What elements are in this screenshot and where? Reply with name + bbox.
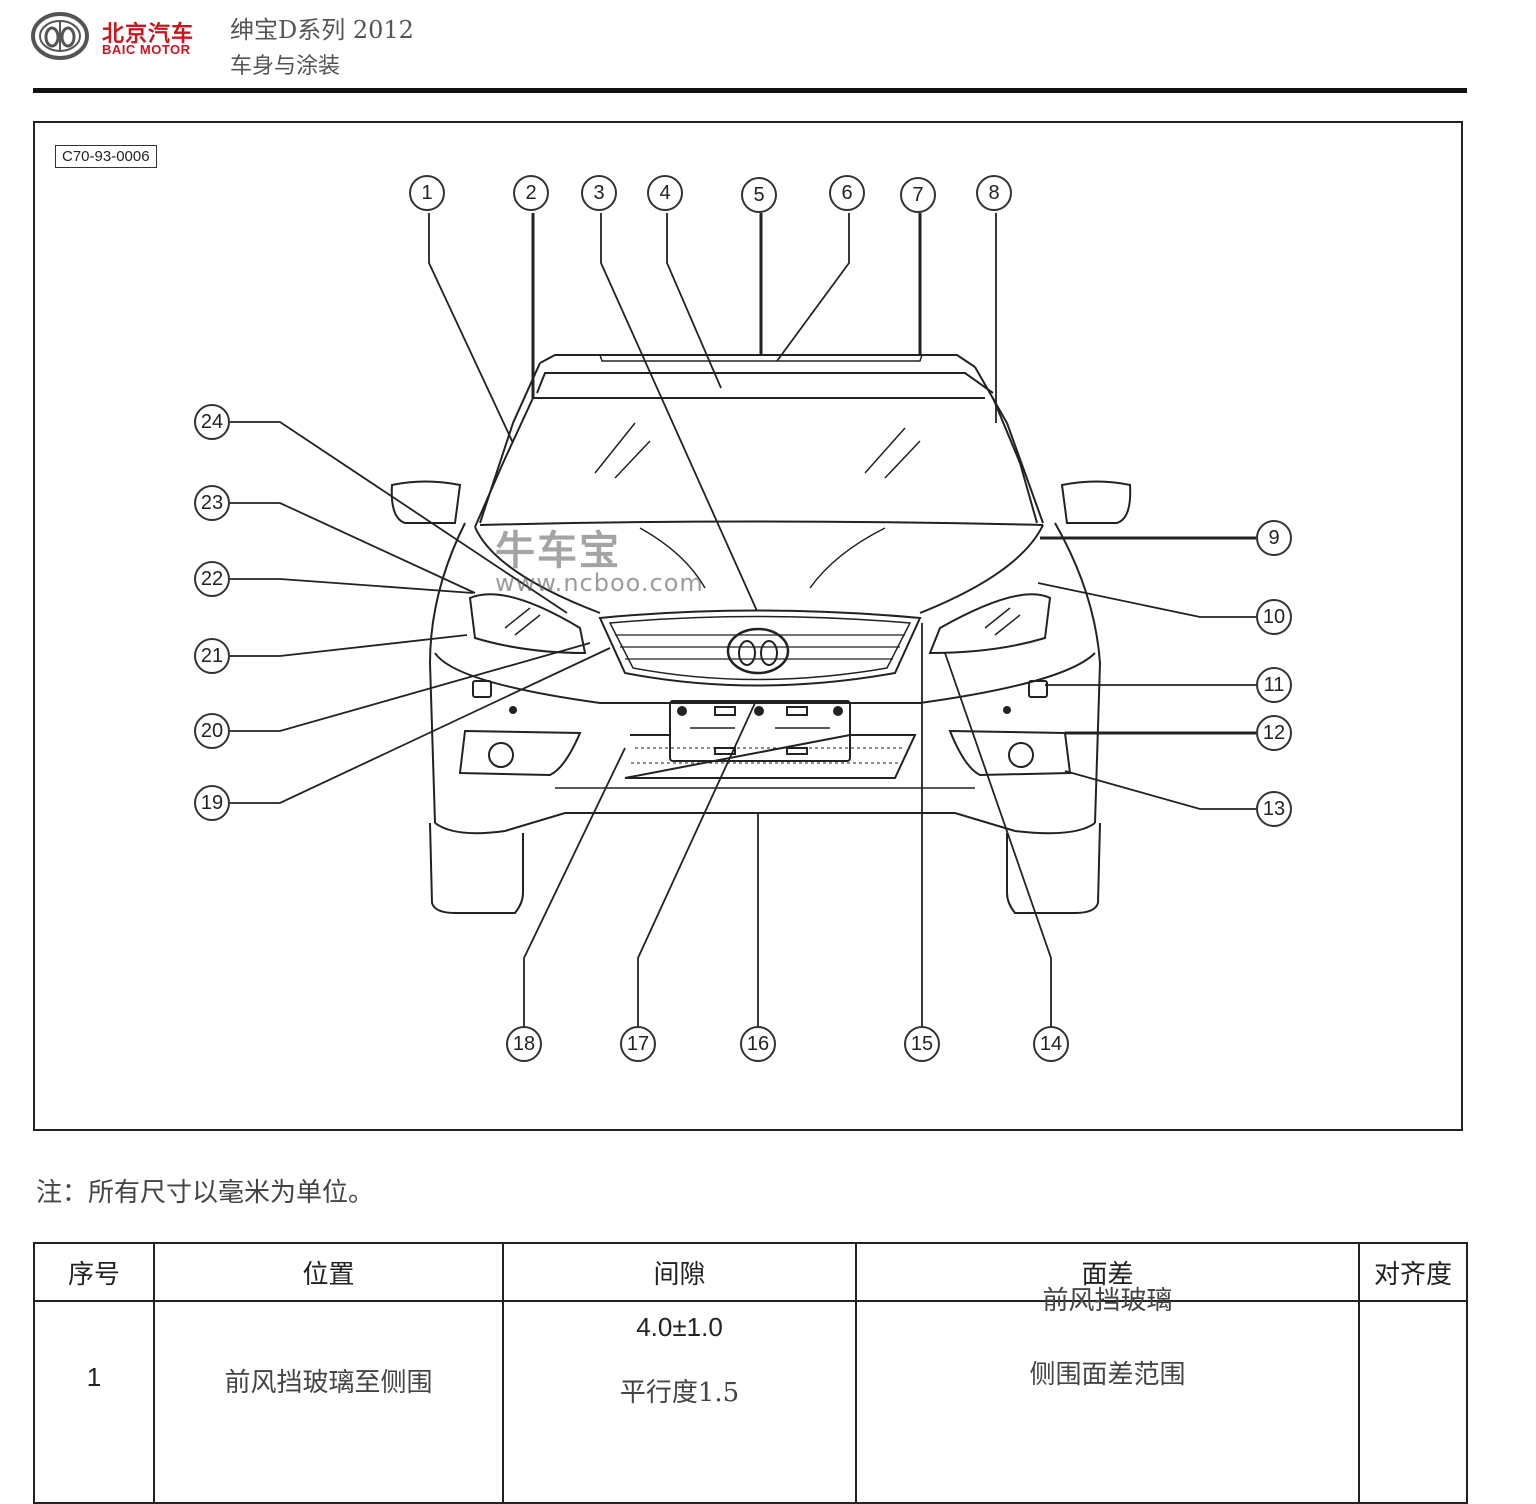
document-subtitle: 车身与涂装 [230, 54, 341, 79]
callout-15: 15 [904, 1026, 940, 1062]
callout-1: 1 [409, 175, 445, 211]
callout-23: 23 [194, 485, 230, 521]
col-header-alignment: 对齐度 [1358, 1242, 1468, 1302]
units-note: 注：所有尺寸以毫米为单位。 [36, 1178, 375, 1208]
col-header-flush: 面差 [855, 1242, 1360, 1302]
row-alignment [1358, 1300, 1468, 1504]
callout-22: 22 [194, 561, 230, 597]
callout-12: 12 [1256, 715, 1292, 751]
row-flush-line2: 侧围面差范围 [1029, 1360, 1186, 1390]
callout-14: 14 [1033, 1026, 1069, 1062]
row-flush-line1: 前风挡玻璃 [1042, 1286, 1173, 1316]
callout-19: 19 [194, 785, 230, 821]
callout-8: 8 [976, 175, 1012, 211]
callout-18: 18 [506, 1026, 542, 1062]
callout-10: 10 [1256, 599, 1292, 635]
col-header-location: 位置 [153, 1242, 504, 1302]
car-front-drawing [230, 213, 1256, 1028]
brand-name-en: BAIC MOTOR [102, 42, 191, 57]
row-index-value: 1 [86, 1362, 102, 1392]
gap-flush-spec-table: 序号 位置 间隙 面差 对齐度 1 前风挡玻璃至侧围 4.0±1.0 平行度1.… [33, 1242, 1468, 1504]
callout-16: 16 [740, 1026, 776, 1062]
callout-4: 4 [647, 175, 683, 211]
callout-9: 9 [1256, 520, 1292, 556]
callout-11: 11 [1256, 667, 1292, 703]
car-front-diagram: C70-93-0006 1 2 3 4 5 6 7 8 9 10 11 12 1… [33, 121, 1463, 1131]
callout-20: 20 [194, 713, 230, 749]
watermark-name: 牛车宝 [495, 528, 621, 574]
baic-emblem-icon [31, 12, 89, 60]
page-header: 北京汽车 BAIC MOTOR 绅宝D系列 2012 车身与涂装 [0, 0, 1536, 96]
table-row: 1 前风挡玻璃至侧围 4.0±1.0 平行度1.5 前风挡玻璃 侧围面差范围 [33, 1286, 1468, 1504]
table-header-row: 序号 位置 间隙 面差 对齐度 [33, 1242, 1468, 1302]
callout-24: 24 [194, 404, 230, 440]
row-index: 1 [33, 1300, 155, 1504]
row-location: 前风挡玻璃至侧围 [153, 1300, 504, 1504]
header-divider [33, 88, 1467, 93]
callout-2: 2 [513, 175, 549, 211]
figure-code-label: C70-93-0006 [55, 145, 157, 168]
callout-3: 3 [581, 175, 617, 211]
callout-6: 6 [829, 175, 865, 211]
row-gap-parallel: 平行度1.5 [619, 1378, 740, 1408]
col-header-gap: 间隙 [502, 1242, 857, 1302]
row-flush: 前风挡玻璃 侧围面差范围 [855, 1286, 1360, 1504]
row-gap: 4.0±1.0 平行度1.5 [502, 1300, 857, 1504]
callout-7: 7 [900, 177, 936, 213]
brand-name-cn: 北京汽车 [102, 22, 195, 47]
col-header-index: 序号 [33, 1242, 155, 1302]
watermark-url: www.ncboo.com [495, 569, 704, 597]
callout-5: 5 [741, 177, 777, 213]
callout-17: 17 [620, 1026, 656, 1062]
callout-13: 13 [1256, 791, 1292, 827]
document-title: 绅宝D系列 2012 [230, 16, 414, 44]
callout-21: 21 [194, 638, 230, 674]
brand-logo: 北京汽车 BAIC MOTOR [30, 10, 210, 62]
row-location-value: 前风挡玻璃至侧围 [224, 1368, 433, 1398]
row-gap-value: 4.0±1.0 [636, 1312, 723, 1342]
